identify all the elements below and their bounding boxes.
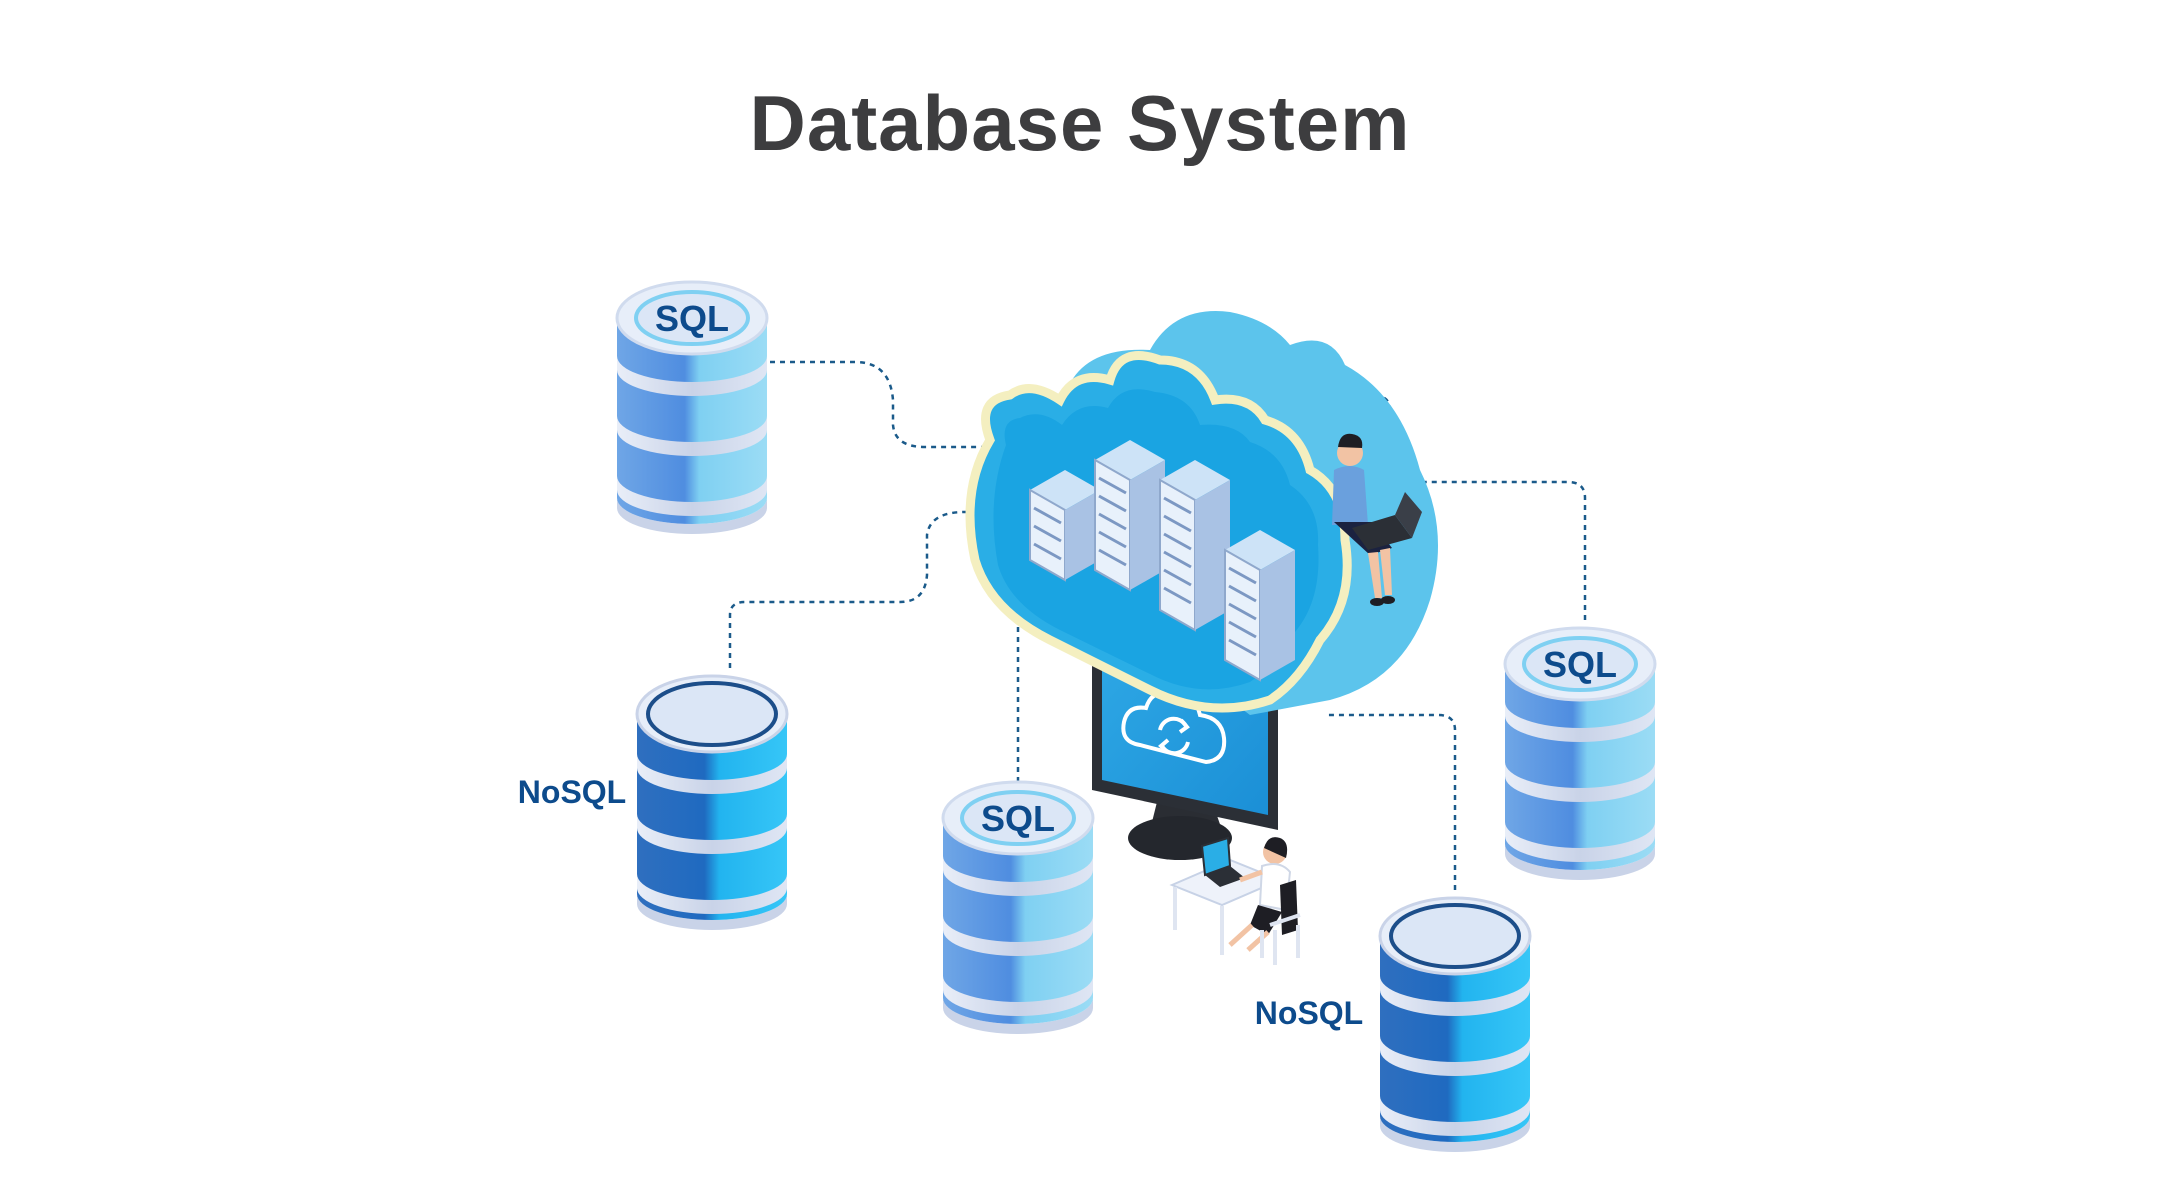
database-label: NoSQL [518,774,626,810]
database-nosql-1: NoSQL [518,674,789,930]
connector-db2-cloud [728,510,990,668]
database-sql-1: SQL [615,280,769,534]
connector-db1-cloud [770,360,990,449]
connector-db5-cloud [1325,713,1457,890]
laptop-icon [1200,836,1245,887]
person-on-cloud [1332,433,1422,606]
database-label: NoSQL [1255,995,1363,1031]
server-rack-icon [1159,460,1230,632]
database-icon [615,280,769,534]
person-icon [1228,837,1301,965]
database-sql-2: SQL [941,780,1095,1034]
database-icon [1378,896,1532,1152]
diagram-title: Database System [749,79,1411,167]
laptop-icon [1352,492,1422,550]
database-label: SQL [981,798,1055,839]
database-label: SQL [1543,644,1617,685]
database-sql-3: SQL [1503,626,1657,880]
server-racks [1029,440,1295,682]
person-at-desk [1169,836,1301,965]
database-icon [635,674,789,930]
database-icon [941,780,1095,1034]
database-nosql-2: NoSQL [1255,896,1532,1152]
database-icon [1503,626,1657,880]
database-label: SQL [655,298,729,339]
server-rack-icon [1029,470,1100,582]
cloud [965,311,1438,715]
server-rack-icon [1224,530,1295,682]
server-rack-icon [1094,440,1165,592]
